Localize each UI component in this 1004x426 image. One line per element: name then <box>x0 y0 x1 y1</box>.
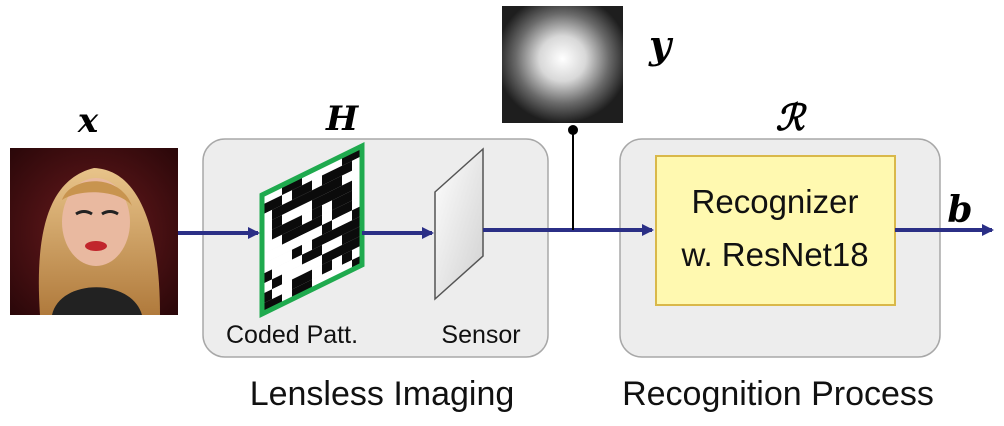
mask-cell <box>292 234 302 250</box>
mask-cell <box>332 225 342 241</box>
mask-cell <box>292 244 302 260</box>
mask-cell <box>272 274 282 290</box>
lensless-imaging-label: Lensless Imaging <box>250 375 515 413</box>
mask-cell <box>272 234 282 250</box>
mask-cell <box>322 249 332 265</box>
mask-cell <box>342 210 352 226</box>
mask-cell <box>282 279 292 295</box>
mask-cell <box>342 170 352 186</box>
mask-cell <box>312 215 322 230</box>
mask-cell <box>302 259 312 275</box>
mask-cell <box>292 224 302 240</box>
mask-cell <box>322 240 332 255</box>
mask-cell <box>302 190 312 206</box>
mask-cell <box>282 259 292 275</box>
sensor-plate <box>434 147 484 301</box>
mask-cell <box>282 239 292 255</box>
mask-cell <box>272 224 282 240</box>
mask-cell <box>322 210 332 226</box>
mask-cell <box>312 254 322 270</box>
mask-cell <box>282 200 292 215</box>
mask-cell <box>332 254 342 270</box>
mask-cell <box>342 230 352 246</box>
sensor-label: Sensor <box>441 321 520 349</box>
symbol-h: H <box>325 99 360 139</box>
mask-cell <box>292 264 302 280</box>
mask-cell <box>342 220 352 236</box>
mask-cell <box>282 210 292 225</box>
recognizer-label-line2: w. ResNet18 <box>680 236 868 273</box>
mask-cell <box>332 215 342 231</box>
mask-cell <box>342 160 352 176</box>
mask-cell <box>272 284 282 300</box>
recognizer-box <box>655 155 896 306</box>
mask-cell <box>282 249 292 265</box>
symbol-b: b <box>947 189 972 231</box>
mask-cell <box>282 219 292 235</box>
symbol-y: y <box>648 22 674 67</box>
mask-cell <box>342 190 352 206</box>
recognition-process-label: Recognition Process <box>622 375 934 413</box>
mask-cell <box>292 254 302 270</box>
mask-cell <box>282 229 292 245</box>
mask-cell <box>292 185 302 201</box>
mask-cell <box>302 239 312 255</box>
mask-cell <box>312 235 322 250</box>
mask-cell <box>322 190 332 206</box>
mask-cell <box>322 200 332 216</box>
mask-cell <box>272 214 282 230</box>
symbol-r: ℛ <box>776 97 808 139</box>
coded-pattern-mask <box>259 141 365 319</box>
mask-cell <box>272 264 282 280</box>
measurement-image <box>502 6 623 123</box>
mask-cell <box>292 215 302 230</box>
mask-cell <box>332 185 342 201</box>
mask-cell <box>302 269 312 285</box>
recognizer-label-line1: Recognizer <box>692 183 859 220</box>
mask-cell <box>322 170 332 186</box>
mask-cell <box>282 190 292 206</box>
mask-cell <box>342 250 352 265</box>
mask-cell <box>272 254 282 270</box>
mask-cell <box>302 220 312 235</box>
mask-cell <box>312 244 322 260</box>
mask-cell <box>332 165 342 181</box>
mask-cell <box>332 245 342 260</box>
mask-cell <box>302 210 312 225</box>
mask-cell <box>342 240 352 255</box>
mask-cell <box>322 220 332 236</box>
mask-cell <box>312 264 322 280</box>
mask-cell <box>272 195 282 210</box>
mask-cell <box>322 259 332 275</box>
mask-cell <box>272 205 282 220</box>
mask-cell <box>332 235 342 250</box>
mask-cell <box>282 269 292 285</box>
mask-cell <box>312 175 322 191</box>
mask-cell <box>292 205 302 220</box>
mask-cell <box>342 200 352 216</box>
measurement-tap-dot <box>568 125 578 135</box>
mask-cell <box>312 195 322 211</box>
mask-cell <box>332 175 342 191</box>
mask-cell <box>292 274 302 290</box>
input-face-image <box>10 148 178 315</box>
mask-cell <box>312 225 322 240</box>
mask-cell <box>312 185 322 201</box>
mask-cell <box>292 195 302 211</box>
mask-cell <box>302 180 312 196</box>
mask-cell <box>312 205 322 221</box>
mask-cell <box>302 249 312 265</box>
mask-cell <box>272 244 282 260</box>
coded-pattern-label: Coded Patt. <box>226 321 358 349</box>
mask-cell <box>332 195 342 211</box>
symbol-x: x <box>77 101 99 141</box>
mask-cell <box>322 230 332 245</box>
mask-cell <box>302 230 312 245</box>
mask-cell <box>332 205 342 221</box>
mask-cell <box>322 180 332 196</box>
mask-cell <box>302 200 312 216</box>
mask-cell <box>342 180 352 196</box>
